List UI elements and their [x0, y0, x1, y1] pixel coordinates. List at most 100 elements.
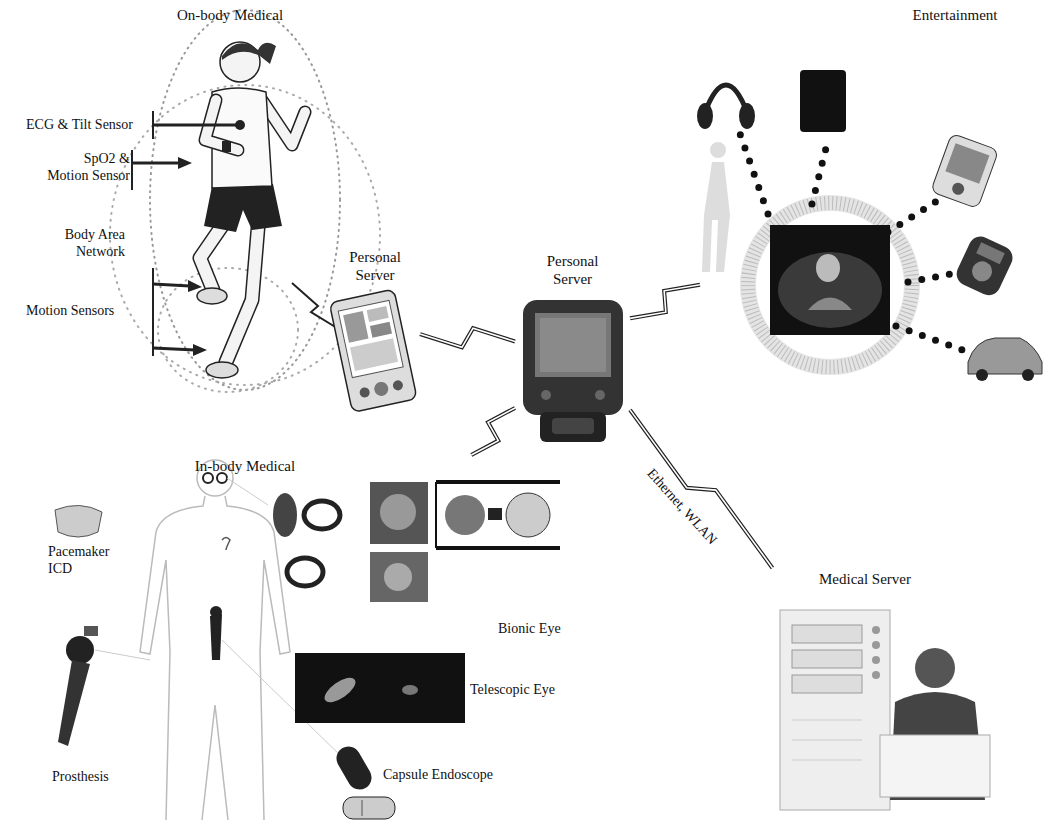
in-body-figure-part	[210, 606, 222, 618]
in-body-figure-part	[436, 546, 560, 550]
part-label: ECG & Tilt Sensor	[26, 116, 156, 133]
node-heading: Medical Server	[805, 570, 925, 588]
runner-figure-part	[200, 226, 222, 290]
personal-server-device-part	[541, 390, 551, 400]
entertainment-hub-part-part	[945, 143, 989, 184]
lightning-core	[630, 410, 772, 568]
node-heading: In-body Medical	[180, 457, 310, 475]
entertainment-hub-part	[931, 133, 999, 208]
part-label: Capsule Endoscope	[383, 766, 523, 783]
entertainment-hub-part	[953, 233, 1017, 300]
medical-server-part	[872, 671, 880, 679]
personal-server-device-part	[523, 300, 623, 415]
in-body-figure-part	[488, 508, 502, 520]
entertainment-hub-part	[738, 128, 968, 352]
in-body-figure-part	[321, 673, 360, 707]
sensor-callouts-part	[178, 157, 192, 169]
runner-figure-part	[150, 10, 340, 390]
in-body-figure-part	[66, 636, 94, 664]
node-heading: On-body Medical	[160, 6, 300, 24]
sensor-callouts-part	[132, 162, 180, 165]
node-heading: Personal Server	[535, 252, 610, 288]
part-label: Motion Sensors	[26, 302, 151, 319]
hub-node: Personal Server	[515, 250, 630, 442]
entertainment-hub-part	[968, 338, 1042, 374]
medical-server	[780, 610, 990, 810]
entertainment-hub-part-part	[738, 128, 768, 214]
in-body-figure-part	[58, 660, 90, 746]
sensor-callouts-part	[193, 344, 207, 356]
lightning-core	[471, 408, 515, 455]
runner-figure-part	[200, 226, 222, 290]
entertainment-hub-part	[705, 85, 747, 112]
runner-figure-part	[226, 228, 258, 362]
pda-device-part	[338, 300, 403, 377]
sensor-callouts-part	[153, 124, 236, 127]
entertainment-hub-part-part	[812, 140, 828, 204]
personal-server-device-part	[540, 318, 606, 372]
in-body-figure-part	[210, 614, 222, 660]
runner-figure-part	[235, 120, 245, 130]
wireless-link	[630, 410, 772, 568]
entertainment-hub-part-part	[976, 242, 1005, 264]
entertainment-hub-part	[808, 298, 852, 311]
region-group: Entertainment	[700, 0, 1052, 400]
part-label: Body Area Network	[30, 226, 125, 260]
entertainment-hub-part	[697, 103, 713, 129]
pda-device-part	[329, 289, 417, 412]
pda-device-part	[343, 311, 368, 343]
pda-device-part	[392, 379, 404, 391]
in-body-figure-part	[222, 538, 230, 551]
runner-figure-part	[197, 288, 227, 304]
in-body-figure-part	[506, 493, 550, 537]
medical-server-part	[872, 656, 880, 664]
in-body-figure-part	[304, 501, 340, 529]
pda-device	[329, 289, 417, 412]
part-label: Prosthesis	[52, 768, 152, 785]
runner-figure-part	[204, 184, 282, 232]
sensor-callouts-part	[188, 280, 202, 292]
part-label: Telescopic Eye	[470, 681, 580, 698]
in-body-figure-part	[445, 495, 485, 535]
edge-label: Ethernet, WLAN	[643, 465, 720, 548]
in-body-figure-part	[227, 478, 268, 505]
medical-server-part	[880, 735, 990, 797]
entertainment-hub-part	[816, 254, 840, 282]
in-body-figure-part	[436, 480, 560, 484]
in-body-figure-part	[343, 797, 395, 819]
in-body-figure-part	[287, 558, 323, 586]
in-body-figure-part	[435, 482, 437, 548]
part-label: SpO2 & Motion Sensor	[42, 150, 130, 184]
personal-server-device-part	[552, 418, 594, 434]
entertainment-hub-part	[976, 369, 988, 381]
personal-server-device-part	[535, 313, 611, 377]
entertainment-hub-part-part	[931, 133, 999, 208]
entertainment-hub-part	[778, 252, 882, 328]
in-body-figure-part	[84, 626, 98, 636]
node-heading: Personal Server	[330, 248, 420, 284]
wireless-link	[630, 285, 700, 319]
personal-server-device-part	[595, 390, 605, 400]
sensor-callouts-part	[131, 150, 133, 190]
runner-figure-part	[206, 362, 238, 378]
entertainment-hub-part	[702, 142, 730, 272]
pda-device-part	[367, 306, 389, 322]
in-body-figure-part	[362, 800, 363, 816]
medical-server-part	[792, 675, 862, 693]
in-body-figure-part	[95, 650, 150, 660]
pda-device-part	[373, 381, 390, 398]
entertainment-hub-part	[748, 203, 912, 367]
personal-server-device-part	[540, 412, 606, 442]
region-group: In-body Medical	[20, 455, 580, 824]
medical-server-part	[792, 625, 862, 643]
lightning-outline	[420, 328, 515, 347]
medical-server-part	[872, 641, 880, 649]
in-body-figure	[55, 460, 560, 820]
medical-server-part	[792, 760, 862, 761]
entertainment-hub-part-part	[888, 196, 945, 232]
runner-figure-part	[222, 43, 276, 64]
sensor-callouts-part	[292, 283, 337, 328]
lightning-outline	[630, 285, 700, 319]
entertainment-hub-part-part	[953, 233, 1017, 300]
